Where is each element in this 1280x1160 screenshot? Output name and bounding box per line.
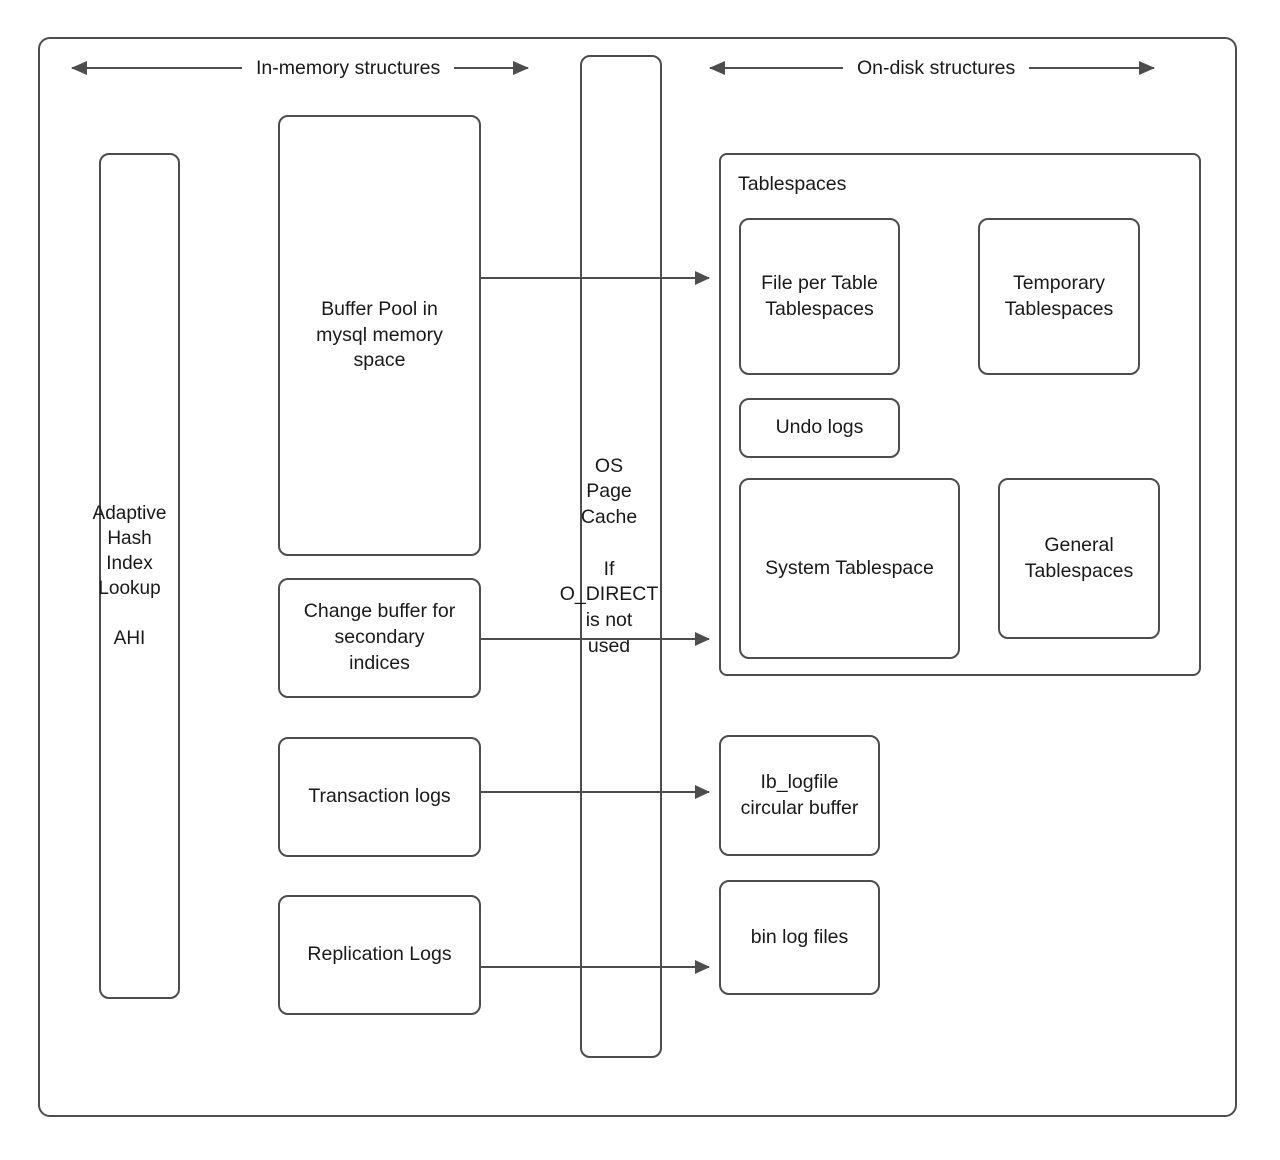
connector-change-buffer-to-tablespaces-arrow-icon [481,632,710,646]
node-change-buffer[interactable]: Change buffer for secondary indices [278,578,481,698]
node-system-tablespace-label: System Tablespace [765,556,934,579]
band-in-memory-structures: In-memory structures [71,55,530,81]
node-file-per-table-tablespaces-label: File per Table Tablespaces [761,271,878,320]
node-adaptive-hash-index[interactable]: Adaptive Hash Index Lookup AHI [93,153,180,999]
node-transaction-logs[interactable]: Transaction logs [278,737,481,857]
node-general-tablespaces-label: General Tablespaces [1024,533,1134,582]
node-bin-log-files[interactable]: bin log files [719,880,880,995]
node-undo-logs-label: Undo logs [775,416,864,439]
node-os-page-cache-label: OS Page Cache If O_DIRECT is not used [559,454,659,657]
arrow-left-in-memory-icon [71,61,242,75]
band-on-disk-structures: On-disk structures [709,55,1156,81]
node-change-buffer-label: Change buffer for secondary indices [303,600,456,674]
node-temporary-tablespaces[interactable]: Temporary Tablespaces [978,218,1140,375]
band-on-disk-label: On-disk structures [857,56,1016,79]
connector-buffer-pool-to-tablespaces-arrow-icon [481,271,710,285]
node-replication-logs[interactable]: Replication Logs [278,895,481,1015]
node-general-tablespaces[interactable]: General Tablespaces [998,478,1160,639]
connector-replication-logs-to-bin-log-files-arrow-icon [481,960,710,974]
group-tablespaces-label: Tablespaces [738,173,847,195]
connector-transaction-logs-to-ib-logfile-arrow-icon [481,785,710,799]
node-system-tablespace[interactable]: System Tablespace [739,478,960,659]
node-transaction-logs-label: Transaction logs [308,785,451,808]
node-ib-logfile-circular-buffer-label: Ib_logfile circular buffer [740,770,859,819]
node-replication-logs-label: Replication Logs [307,943,452,966]
band-in-memory-label: In-memory structures [256,56,441,79]
node-ib-logfile-circular-buffer[interactable]: Ib_logfile circular buffer [719,735,880,856]
arrow-right-in-memory-icon [454,61,530,75]
node-adaptive-hash-index-label: Adaptive Hash Index Lookup AHI [92,502,167,650]
node-undo-logs[interactable]: Undo logs [739,398,900,458]
arrow-right-on-disk-icon [1029,61,1156,75]
arrow-left-on-disk-icon [709,61,843,75]
node-buffer-pool-label: Buffer Pool in mysql memory space [316,297,443,372]
node-file-per-table-tablespaces[interactable]: File per Table Tablespaces [739,218,900,375]
node-bin-log-files-label: bin log files [750,925,849,948]
node-buffer-pool[interactable]: Buffer Pool in mysql memory space [278,115,481,556]
node-temporary-tablespaces-label: Temporary Tablespaces [1004,271,1114,320]
node-os-page-cache[interactable]: OS Page Cache If O_DIRECT is not used [560,55,662,1058]
